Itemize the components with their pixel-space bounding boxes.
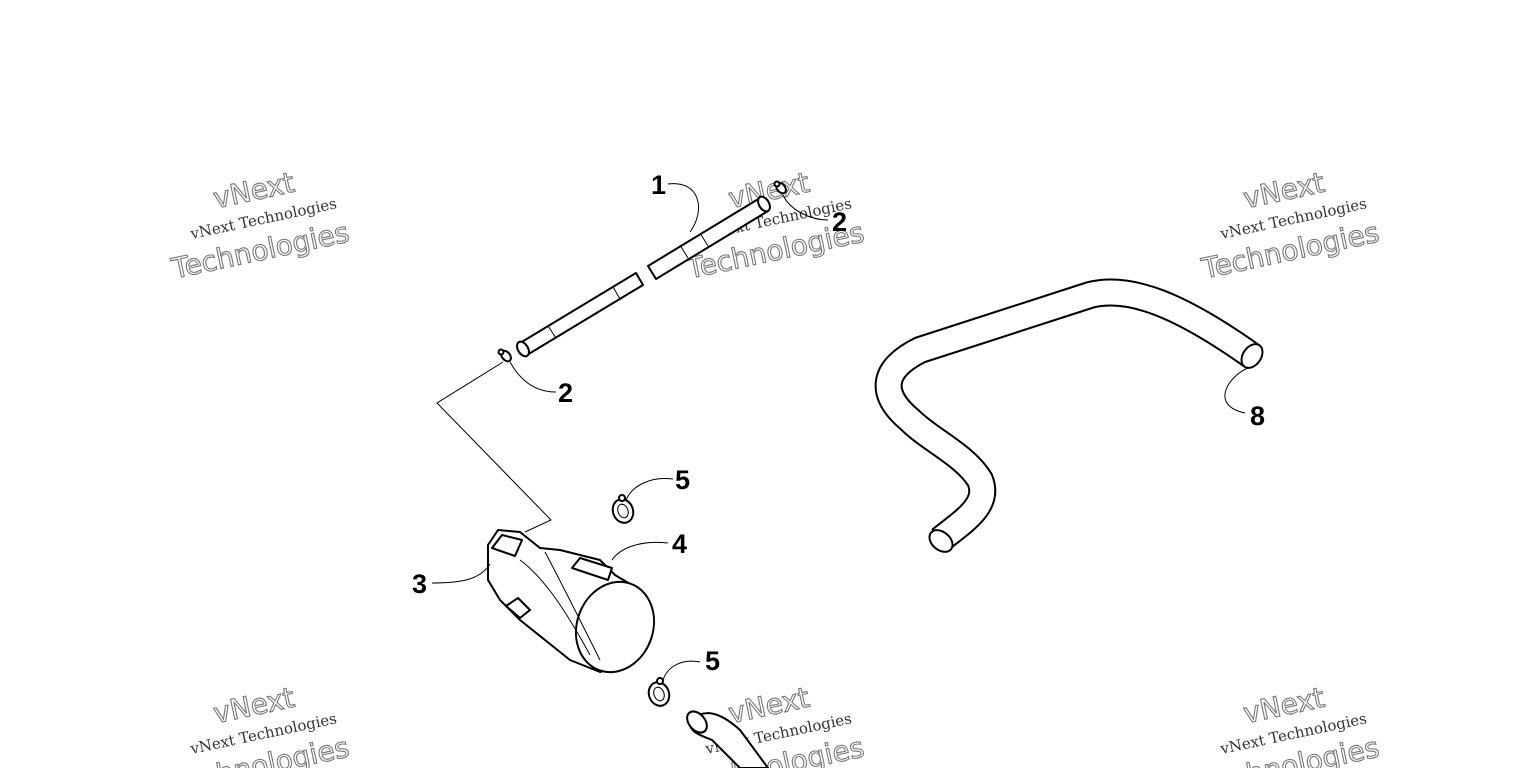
watermark: vNext vNext Technologies Technologies [168, 165, 353, 286]
leader-2b [509, 361, 557, 393]
leader-5b [661, 660, 701, 685]
callout-2-lower: 2 [558, 378, 573, 408]
fitting-upper [773, 180, 787, 195]
leader-1 [667, 183, 699, 233]
tube-upper [647, 195, 771, 280]
leader-4 [611, 541, 669, 561]
watermark: vNext vNext Technologies Technologies [168, 680, 353, 768]
leader-5a [625, 477, 674, 501]
hose-bent [874, 278, 1264, 553]
callout-1: 1 [651, 170, 666, 200]
clamp-upper [611, 494, 635, 524]
callout-2-upper: 2 [832, 207, 847, 237]
leader-2a [782, 194, 829, 221]
tube-lower [516, 272, 644, 358]
connection-line [436, 361, 552, 533]
callout-5-lower: 5 [705, 646, 720, 676]
fitting-lower [497, 348, 512, 363]
callout-8: 8 [1250, 401, 1265, 431]
callout-3: 3 [412, 569, 427, 599]
filter-assembly [487, 529, 656, 674]
callout-5-upper: 5 [675, 465, 690, 495]
watermark: vNext vNext Technologies Technologies [1198, 165, 1383, 286]
callout-4: 4 [672, 529, 687, 559]
watermark: vNext vNext Technologies Technologies [1198, 680, 1383, 768]
leader-3 [431, 563, 491, 584]
clamp-lower [647, 677, 671, 707]
hose-bottom [686, 710, 769, 768]
leader-8 [1224, 367, 1249, 414]
